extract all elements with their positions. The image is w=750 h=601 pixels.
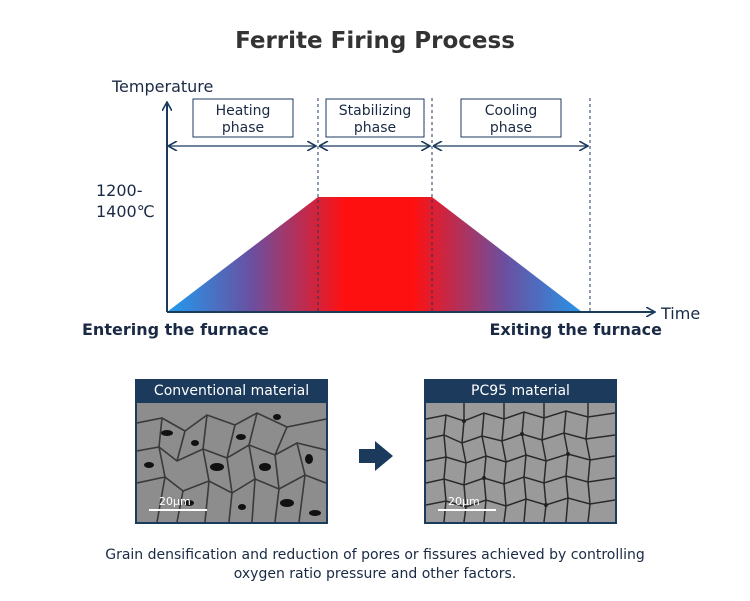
pc95-material-panel: PC95 material 20μm bbox=[424, 379, 617, 524]
cooling-phase-box bbox=[460, 98, 562, 138]
x-axis-label: Time bbox=[660, 304, 700, 323]
heating-phase-label-2: phase bbox=[222, 120, 264, 136]
conventional-scale-label: 20μm bbox=[159, 495, 191, 508]
footer-line-1: Grain densification and reduction of por… bbox=[105, 547, 645, 563]
stabilizing-phase-label-1: Stabilizing bbox=[339, 103, 412, 119]
footer-caption: Grain densification and reduction of por… bbox=[0, 546, 750, 584]
exiting-furnace-label: Exiting the furnace bbox=[489, 320, 662, 339]
firing-process-diagram: Heating phase Stabilizing phase Cooling … bbox=[82, 77, 700, 339]
heating-phase-box bbox=[192, 98, 294, 138]
conventional-material-caption: Conventional material bbox=[153, 383, 310, 399]
pc95-micrograph-image: 20μm bbox=[426, 403, 615, 522]
footer-line-2: oxygen ratio pressure and other factors. bbox=[233, 566, 517, 582]
cooling-phase-label-2: phase bbox=[490, 120, 532, 136]
conventional-micrograph-image: 20μm bbox=[137, 403, 326, 522]
page-title: Ferrite Firing Process bbox=[235, 28, 515, 54]
stabilizing-phase-box bbox=[325, 98, 425, 138]
comparison-arrow-icon bbox=[359, 441, 393, 471]
pc95-material-caption: PC95 material bbox=[471, 383, 570, 399]
conventional-material-panel: Conventional material bbox=[135, 379, 328, 524]
temperature-label-line1: 1200- bbox=[96, 181, 143, 200]
cooling-phase-label-1: Cooling bbox=[485, 103, 537, 119]
temperature-profile-area bbox=[167, 197, 582, 312]
pc95-scale-label: 20μm bbox=[448, 495, 480, 508]
stabilizing-phase-label-2: phase bbox=[354, 120, 396, 136]
entering-furnace-label: Entering the furnace bbox=[82, 320, 269, 339]
y-axis-label: Temperature bbox=[111, 77, 213, 96]
heating-phase-label-1: Heating bbox=[216, 103, 271, 119]
temperature-label-line2: 1400℃ bbox=[96, 202, 155, 221]
